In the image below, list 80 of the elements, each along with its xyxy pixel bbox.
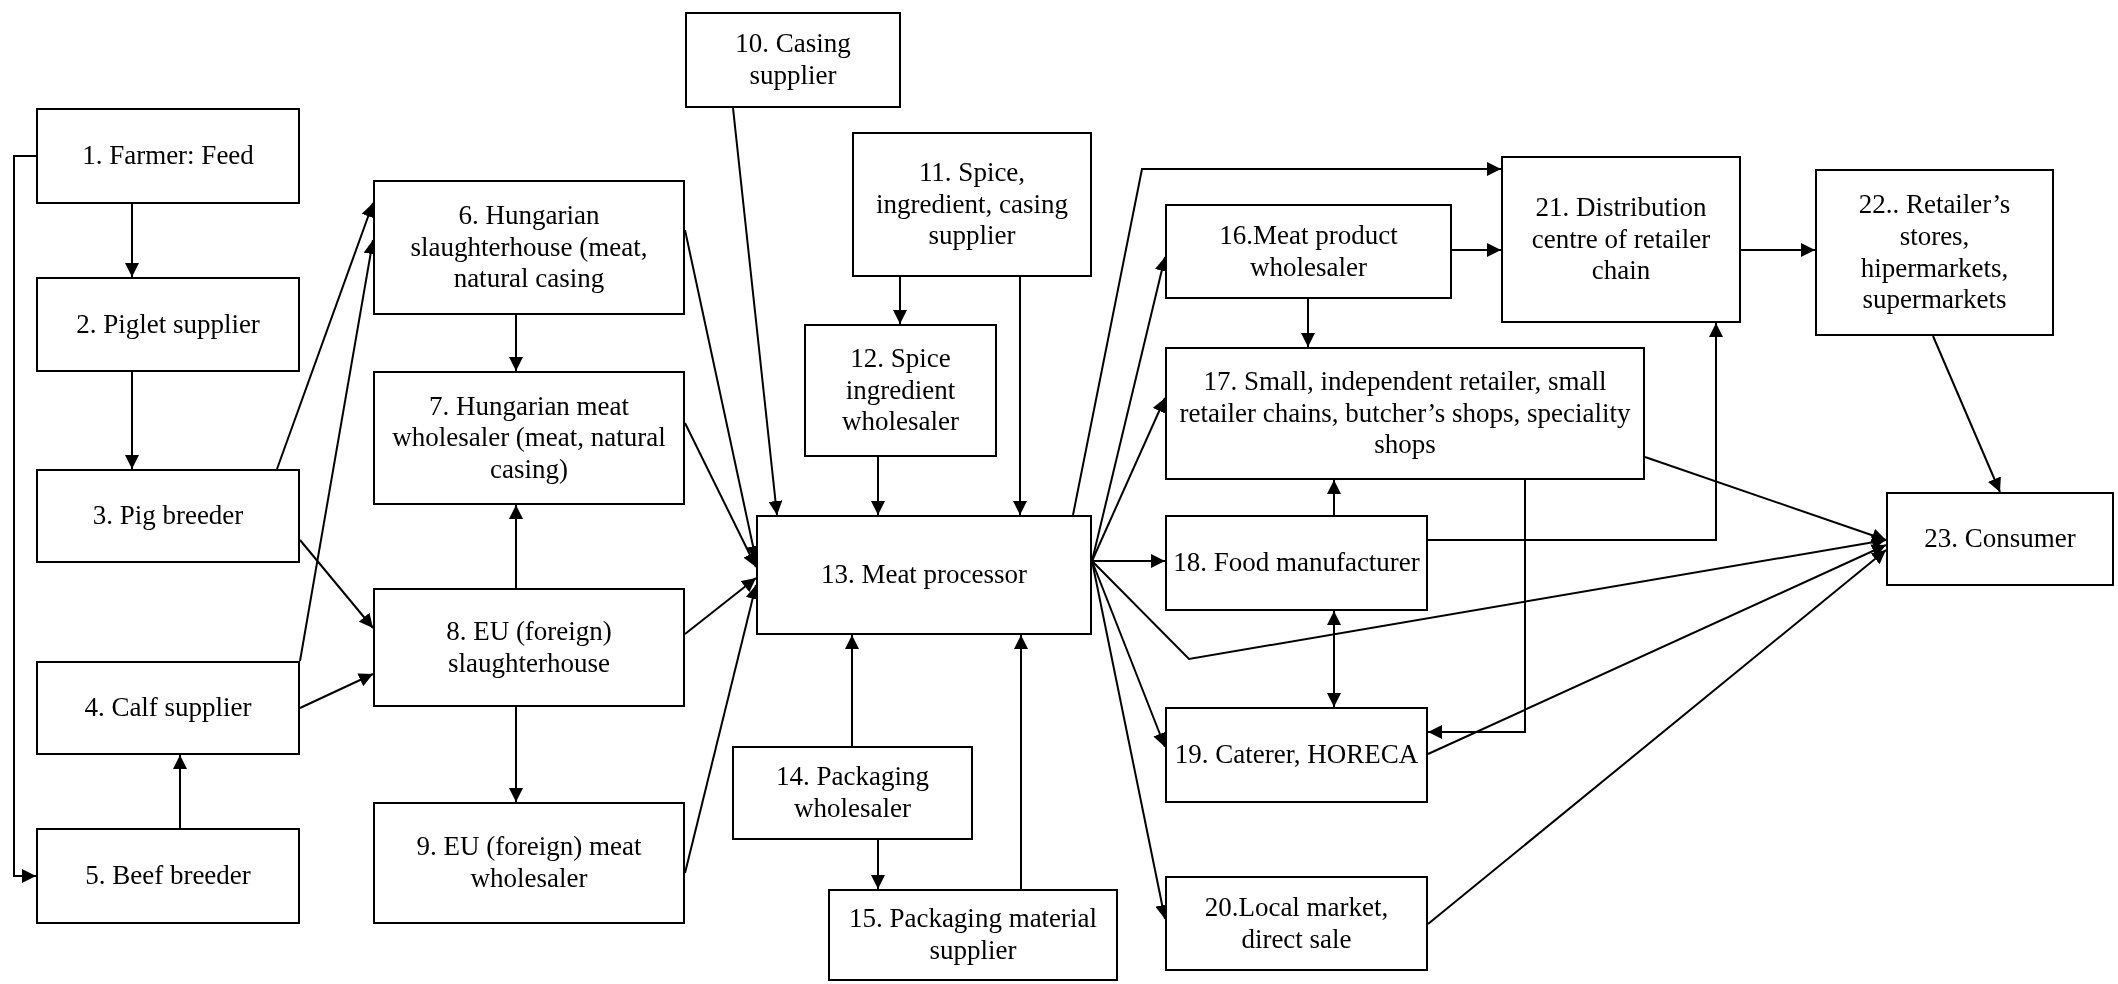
box-label: 19. Caterer, HORECA <box>1174 739 1419 771</box>
process-box <box>36 277 300 372</box>
process-box <box>36 828 300 924</box>
arrow <box>871 839 885 890</box>
arrow <box>1327 479 1341 516</box>
box-label: 18. Food manufacturer <box>1173 547 1420 579</box>
process-box <box>36 108 300 204</box>
arrow <box>1932 335 2001 493</box>
box-label: 5. Beef breeder <box>85 860 251 892</box>
arrow <box>1013 276 1027 516</box>
box-label: 20.Local market, direct sale <box>1203 891 1390 956</box>
arrow <box>684 422 757 568</box>
arrow <box>1091 535 1887 661</box>
process-box <box>1165 515 1428 611</box>
arrow <box>299 673 374 709</box>
arrow <box>1451 243 1502 257</box>
box-label: 11. Spice, ingredient, casing supplier <box>875 157 1069 252</box>
box-label: 7. Hungarian meat wholesaler (meat, natural casing) <box>391 390 667 486</box>
process-box <box>1165 347 1645 480</box>
arrow <box>1014 634 1028 890</box>
process-box <box>852 132 1092 277</box>
box-label: 8. EU (foreign) slaughterhouse <box>445 615 613 680</box>
process-box <box>732 746 973 840</box>
box-label: 6. Hungarian slaughterhouse (meat, natural casing <box>409 200 649 295</box>
arrow <box>1072 162 1502 516</box>
arrow <box>276 202 375 470</box>
box-label: 3. Pig breeder <box>92 500 244 532</box>
arrow <box>1740 243 1816 257</box>
process-box <box>373 371 685 505</box>
process-box <box>685 12 901 108</box>
process-box <box>756 515 1092 635</box>
box-label: 1. Farmer: Feed <box>82 140 254 172</box>
process-box <box>373 802 685 924</box>
box-label: 2. Piglet supplier <box>76 308 260 341</box>
arrow <box>173 754 187 829</box>
box-label: 10. Casing supplier <box>734 28 852 92</box>
process-box <box>1165 204 1452 299</box>
arrow <box>1427 549 1887 925</box>
arrow <box>684 577 757 635</box>
arrow <box>509 314 523 372</box>
box-label: 21. Distribution centre of retailer chain <box>1530 192 1712 287</box>
box-label: 4. Calf supplier <box>84 692 252 724</box>
box-label: 22.. Retailer’s stores, hipermarkets, supermarkets <box>1857 189 2012 316</box>
box-label: 14. Packaging wholesaler <box>775 761 930 825</box>
arrow <box>893 276 907 325</box>
arrow <box>871 456 885 516</box>
box-label: 15. Packaging material supplier <box>847 903 1099 967</box>
arrow <box>1301 298 1315 348</box>
process-box <box>828 889 1118 981</box>
arrow <box>1091 554 1166 568</box>
box-label: 17. Small, independent retailer, small retailer chains, butcher’s shops, speciality shops <box>1178 366 1632 461</box>
process-box <box>1165 876 1428 971</box>
arrow <box>13 155 37 883</box>
arrow <box>509 706 523 803</box>
arrow <box>1644 456 1887 543</box>
process-box <box>373 588 685 707</box>
box-label: 23. Consumer <box>1924 523 2076 555</box>
arrow <box>299 539 374 629</box>
arrow <box>1427 479 1526 739</box>
process-box <box>1165 707 1428 803</box>
process-box <box>373 180 685 315</box>
process-box <box>36 469 300 563</box>
box-label: 16.Meat product wholesaler <box>1218 219 1399 284</box>
arrow <box>125 203 139 278</box>
process-box <box>1886 492 2114 586</box>
process-box <box>804 324 997 457</box>
box-label: 13. Meat processor <box>820 559 1028 591</box>
box-label: 12. Spice ingredient wholesaler <box>841 343 960 438</box>
process-box <box>1815 169 2054 336</box>
arrow <box>1091 397 1166 562</box>
arrow <box>1427 544 1887 755</box>
arrow <box>125 371 139 470</box>
box-label: 9. EU (foreign) meat wholesaler <box>415 831 643 895</box>
arrow <box>845 634 859 747</box>
process-box <box>1501 156 1741 323</box>
arrow <box>1327 610 1341 708</box>
arrow <box>509 504 523 589</box>
arrow <box>1427 322 1723 541</box>
process-box <box>36 661 300 755</box>
arrow <box>732 107 783 516</box>
